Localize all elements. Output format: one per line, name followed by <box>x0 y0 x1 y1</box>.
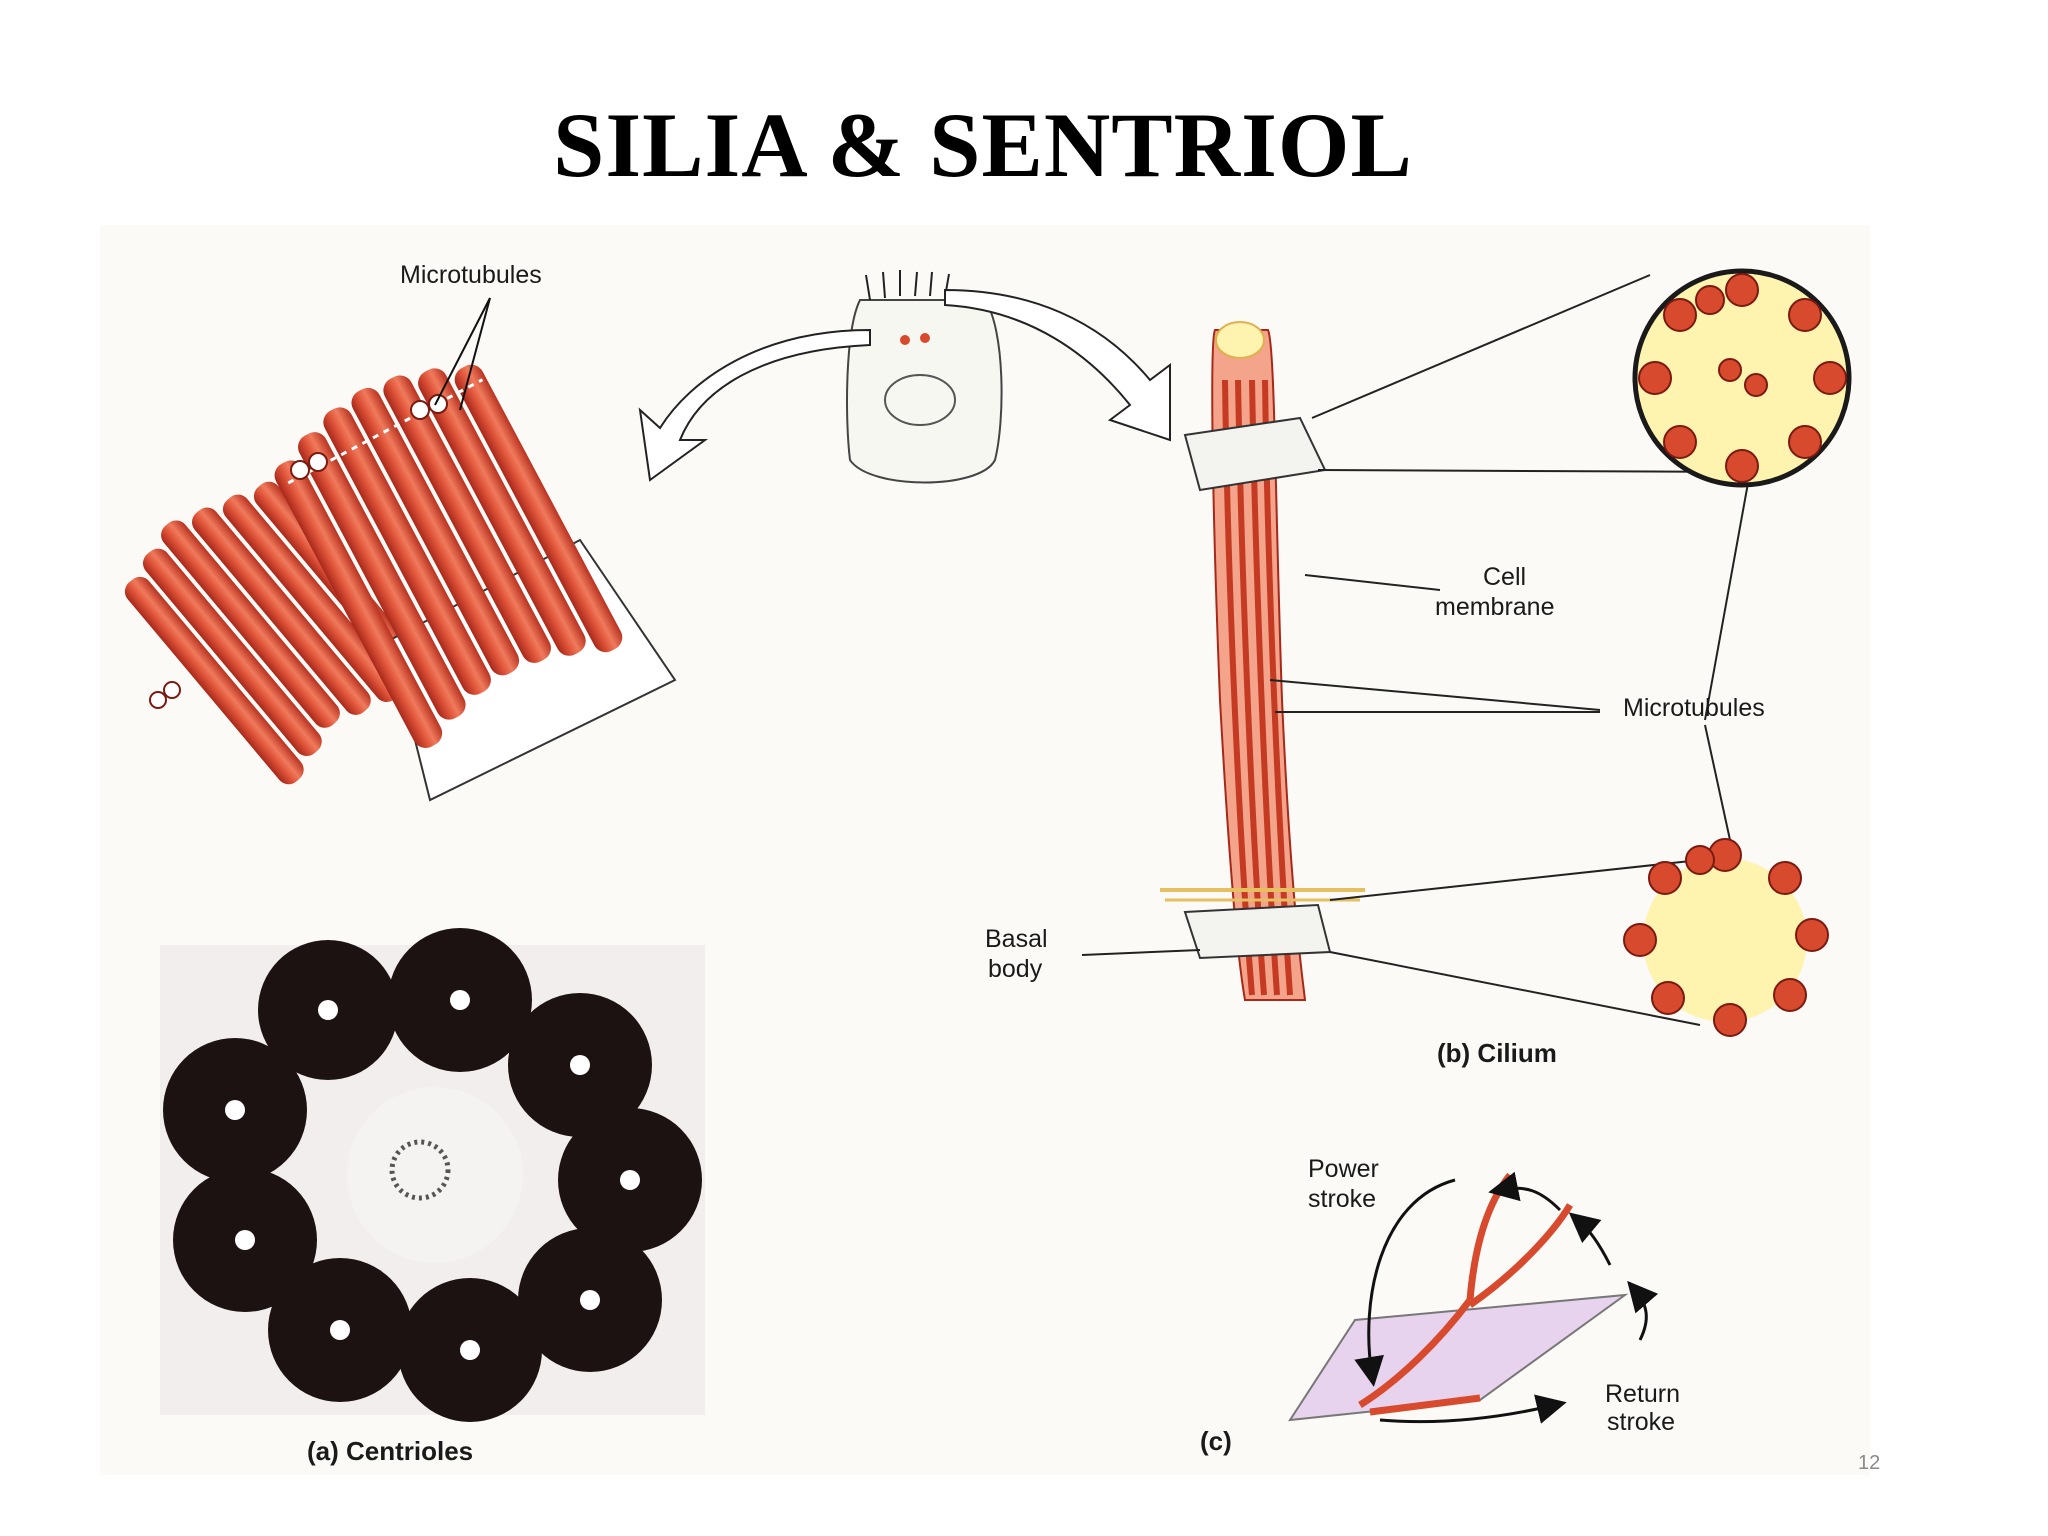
label-power-stroke-2: stroke <box>1308 1185 1376 1213</box>
label-return-stroke-2: stroke <box>1607 1408 1675 1436</box>
ciliary-stroke-illustration: Power stroke Return stroke (c) <box>1200 1155 1680 1456</box>
cilium-cross-section-9plus2 <box>1632 268 1852 488</box>
caption-cilium: (b) Cilium <box>1437 1038 1557 1068</box>
centriole-3d-illustration: Microtubules <box>124 261 677 802</box>
label-basal-body-2: body <box>988 955 1043 983</box>
label-cell-membrane-1: Cell <box>1483 563 1526 591</box>
centriole-micrograph: (a) Centrioles <box>160 928 705 1466</box>
label-power-stroke-1: Power <box>1308 1155 1379 1183</box>
cilium-illustration: Cell membrane Microtubules Basal body (b… <box>985 274 1765 1068</box>
cell-illustration <box>638 270 1171 484</box>
label-microtubules-right: Microtubules <box>1623 694 1765 722</box>
label-cell-membrane-2: membrane <box>1435 593 1555 621</box>
caption-panel-c: (c) <box>1200 1426 1232 1456</box>
label-return-stroke-1: Return <box>1605 1380 1680 1408</box>
basal-body-cross-section <box>1623 838 1829 1037</box>
page-number: 12 <box>1858 1452 1881 1474</box>
label-basal-body-1: Basal <box>985 925 1048 953</box>
slide-title: SILIA & SENTRIOL <box>553 94 1413 196</box>
label-microtubules-top: Microtubules <box>400 261 542 289</box>
caption-centrioles: (a) Centrioles <box>307 1436 473 1466</box>
